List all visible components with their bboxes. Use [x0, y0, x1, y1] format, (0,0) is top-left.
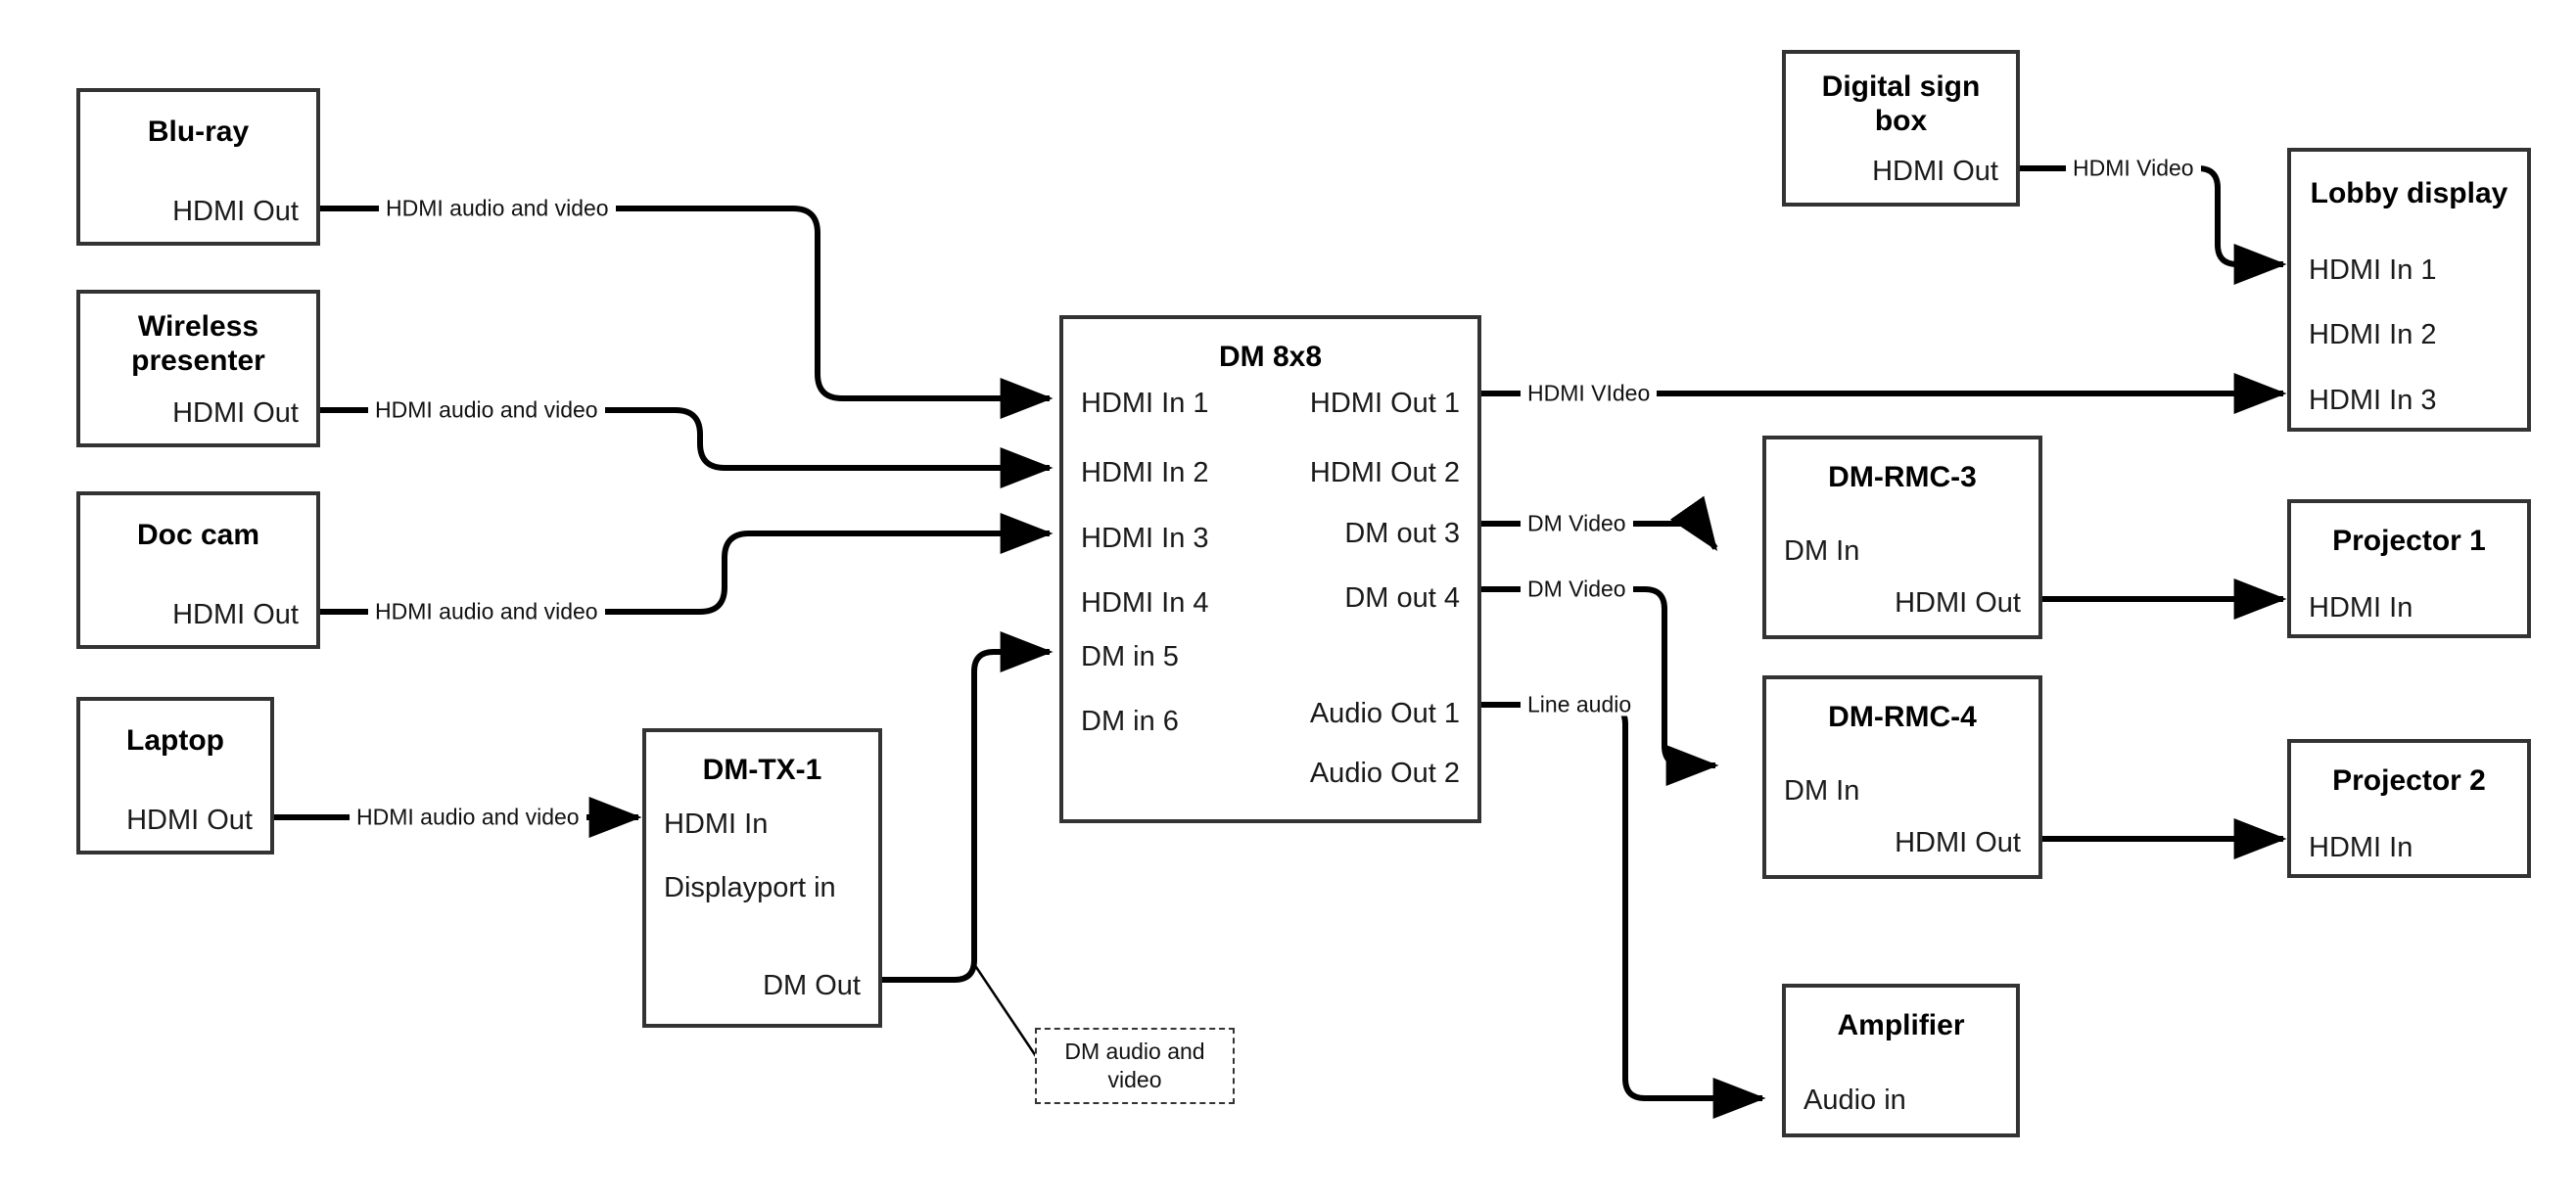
callout-leader-line	[972, 963, 1042, 1063]
port-dmrmc3-hdmi-out: HDMI Out	[1895, 587, 2021, 619]
port-dmtx1-hdmi-in: HDMI In	[664, 808, 769, 840]
wire-label-bluray-to-dm: HDMI audio and video	[379, 197, 616, 220]
wire-label-doccam-to-dm: HDMI audio and video	[368, 600, 605, 624]
node-wireless-presenter-title: Wireless presenter	[131, 310, 265, 377]
wire-dm-dmout4-to-dmrmc4	[1481, 586, 1719, 786]
port-dm8x8-hdmi-in-3: HDMI In 3	[1081, 523, 1209, 554]
port-dm8x8-dm-in-6: DM in 6	[1081, 706, 1179, 737]
callout-dm-audio-and-video: DM audio and video	[1035, 1028, 1235, 1104]
node-lobby-display[interactable]: Lobby display HDMI In 1 HDMI In 2 HDMI I…	[2287, 148, 2531, 432]
node-bluray-title: Blu-ray	[147, 115, 250, 148]
port-dm8x8-hdmi-out-2: HDMI Out 2	[1309, 457, 1460, 488]
port-dm8x8-dm-out-4: DM out 4	[1344, 582, 1460, 614]
port-amplifier-audio-in: Audio in	[1803, 1085, 1906, 1116]
node-dm-tx-1-title: DM-TX-1	[702, 754, 822, 786]
wire-label-dm-hdmiout1: HDMI VIdeo	[1521, 382, 1658, 405]
port-projector2-hdmi-in: HDMI In	[2309, 832, 2413, 863]
node-projector-2[interactable]: Projector 2 HDMI In	[2287, 739, 2531, 878]
node-projector-1-title: Projector 1	[2332, 525, 2486, 557]
node-bluray[interactable]: Blu-ray HDMI Out	[76, 88, 320, 246]
port-dmrmc4-dm-in: DM In	[1784, 775, 1860, 807]
node-doc-cam-title: Doc cam	[136, 519, 260, 551]
node-digital-sign-box-title: Digital sign box	[1821, 70, 1981, 137]
port-laptop-hdmi-out: HDMI Out	[126, 805, 253, 836]
port-lobby-hdmi-in-3: HDMI In 3	[2309, 385, 2437, 416]
node-dm-rmc-3-title: DM-RMC-3	[1828, 461, 1977, 493]
port-dm8x8-dm-out-3: DM out 3	[1344, 518, 1460, 549]
port-projector1-hdmi-in: HDMI In	[2309, 592, 2413, 624]
port-wireless-hdmi-out: HDMI Out	[172, 397, 299, 429]
wire-sign-to-lobby-hdmi-in-1	[2020, 165, 2287, 285]
node-doc-cam[interactable]: Doc cam HDMI Out	[76, 491, 320, 649]
port-dm8x8-hdmi-in-1: HDMI In 1	[1081, 388, 1209, 419]
port-dm8x8-hdmi-out-1: HDMI Out 1	[1309, 388, 1460, 419]
wire-label-wireless-to-dm: HDMI audio and video	[368, 398, 605, 422]
port-lobby-hdmi-in-2: HDMI In 2	[2309, 319, 2437, 350]
port-digitalsign-hdmi-out: HDMI Out	[1872, 156, 1998, 187]
wire-label-dm-dmout4: DM Video	[1521, 577, 1633, 601]
node-dm-rmc-4[interactable]: DM-RMC-4 DM In HDMI Out	[1762, 675, 2042, 879]
port-dm8x8-hdmi-in-2: HDMI In 2	[1081, 457, 1209, 488]
port-bluray-hdmi-out: HDMI Out	[172, 196, 299, 227]
node-dm-tx-1[interactable]: DM-TX-1 HDMI In Displayport in DM Out	[642, 728, 882, 1028]
node-projector-1[interactable]: Projector 1 HDMI In	[2287, 499, 2531, 638]
node-digital-sign-box[interactable]: Digital sign box HDMI Out	[1782, 50, 2020, 207]
node-dm-8x8[interactable]: DM 8x8 HDMI In 1 HDMI In 2 HDMI In 3 HDM…	[1059, 315, 1481, 823]
wire-bluray-to-dm-hdmi-in-1	[320, 206, 1054, 419]
node-amplifier[interactable]: Amplifier Audio in	[1782, 984, 2020, 1137]
port-dm8x8-dm-in-5: DM in 5	[1081, 641, 1179, 672]
node-laptop-title: Laptop	[126, 724, 224, 757]
wire-dm-audioout1-to-amplifier	[1481, 702, 1766, 1119]
port-lobby-hdmi-in-1: HDMI In 1	[2309, 254, 2437, 286]
node-wireless-presenter[interactable]: Wireless presenter HDMI Out	[76, 290, 320, 447]
port-dm8x8-hdmi-in-4: HDMI In 4	[1081, 587, 1209, 619]
port-doccam-hdmi-out: HDMI Out	[172, 599, 299, 630]
wire-label-laptop-to-dmtx1: HDMI audio and video	[350, 806, 586, 829]
port-dmrmc3-dm-in: DM In	[1784, 535, 1860, 567]
wire-label-sign-to-lobby: HDMI Video	[2066, 157, 2201, 180]
wire-label-dm-audioout1: Line audio	[1521, 693, 1639, 716]
node-dm-rmc-3[interactable]: DM-RMC-3 DM In HDMI Out	[1762, 436, 2042, 639]
port-dmtx1-displayport-in: Displayport in	[664, 872, 836, 903]
port-dmrmc4-hdmi-out: HDMI Out	[1895, 827, 2021, 858]
wire-label-dm-dmout3: DM Video	[1521, 512, 1633, 535]
node-laptop[interactable]: Laptop HDMI Out	[76, 697, 274, 855]
port-dm8x8-audio-out-2: Audio Out 2	[1309, 758, 1460, 789]
node-dm-8x8-title: DM 8x8	[1218, 341, 1323, 373]
port-dm8x8-audio-out-1: Audio Out 1	[1309, 698, 1460, 729]
port-dmtx1-dm-out: DM Out	[763, 970, 861, 1001]
node-lobby-display-title: Lobby display	[2310, 177, 2508, 209]
node-amplifier-title: Amplifier	[1837, 1009, 1965, 1041]
wire-dmtx1-to-dm-in-5	[882, 631, 1054, 983]
node-dm-rmc-4-title: DM-RMC-4	[1828, 701, 1977, 733]
node-projector-2-title: Projector 2	[2332, 764, 2486, 797]
